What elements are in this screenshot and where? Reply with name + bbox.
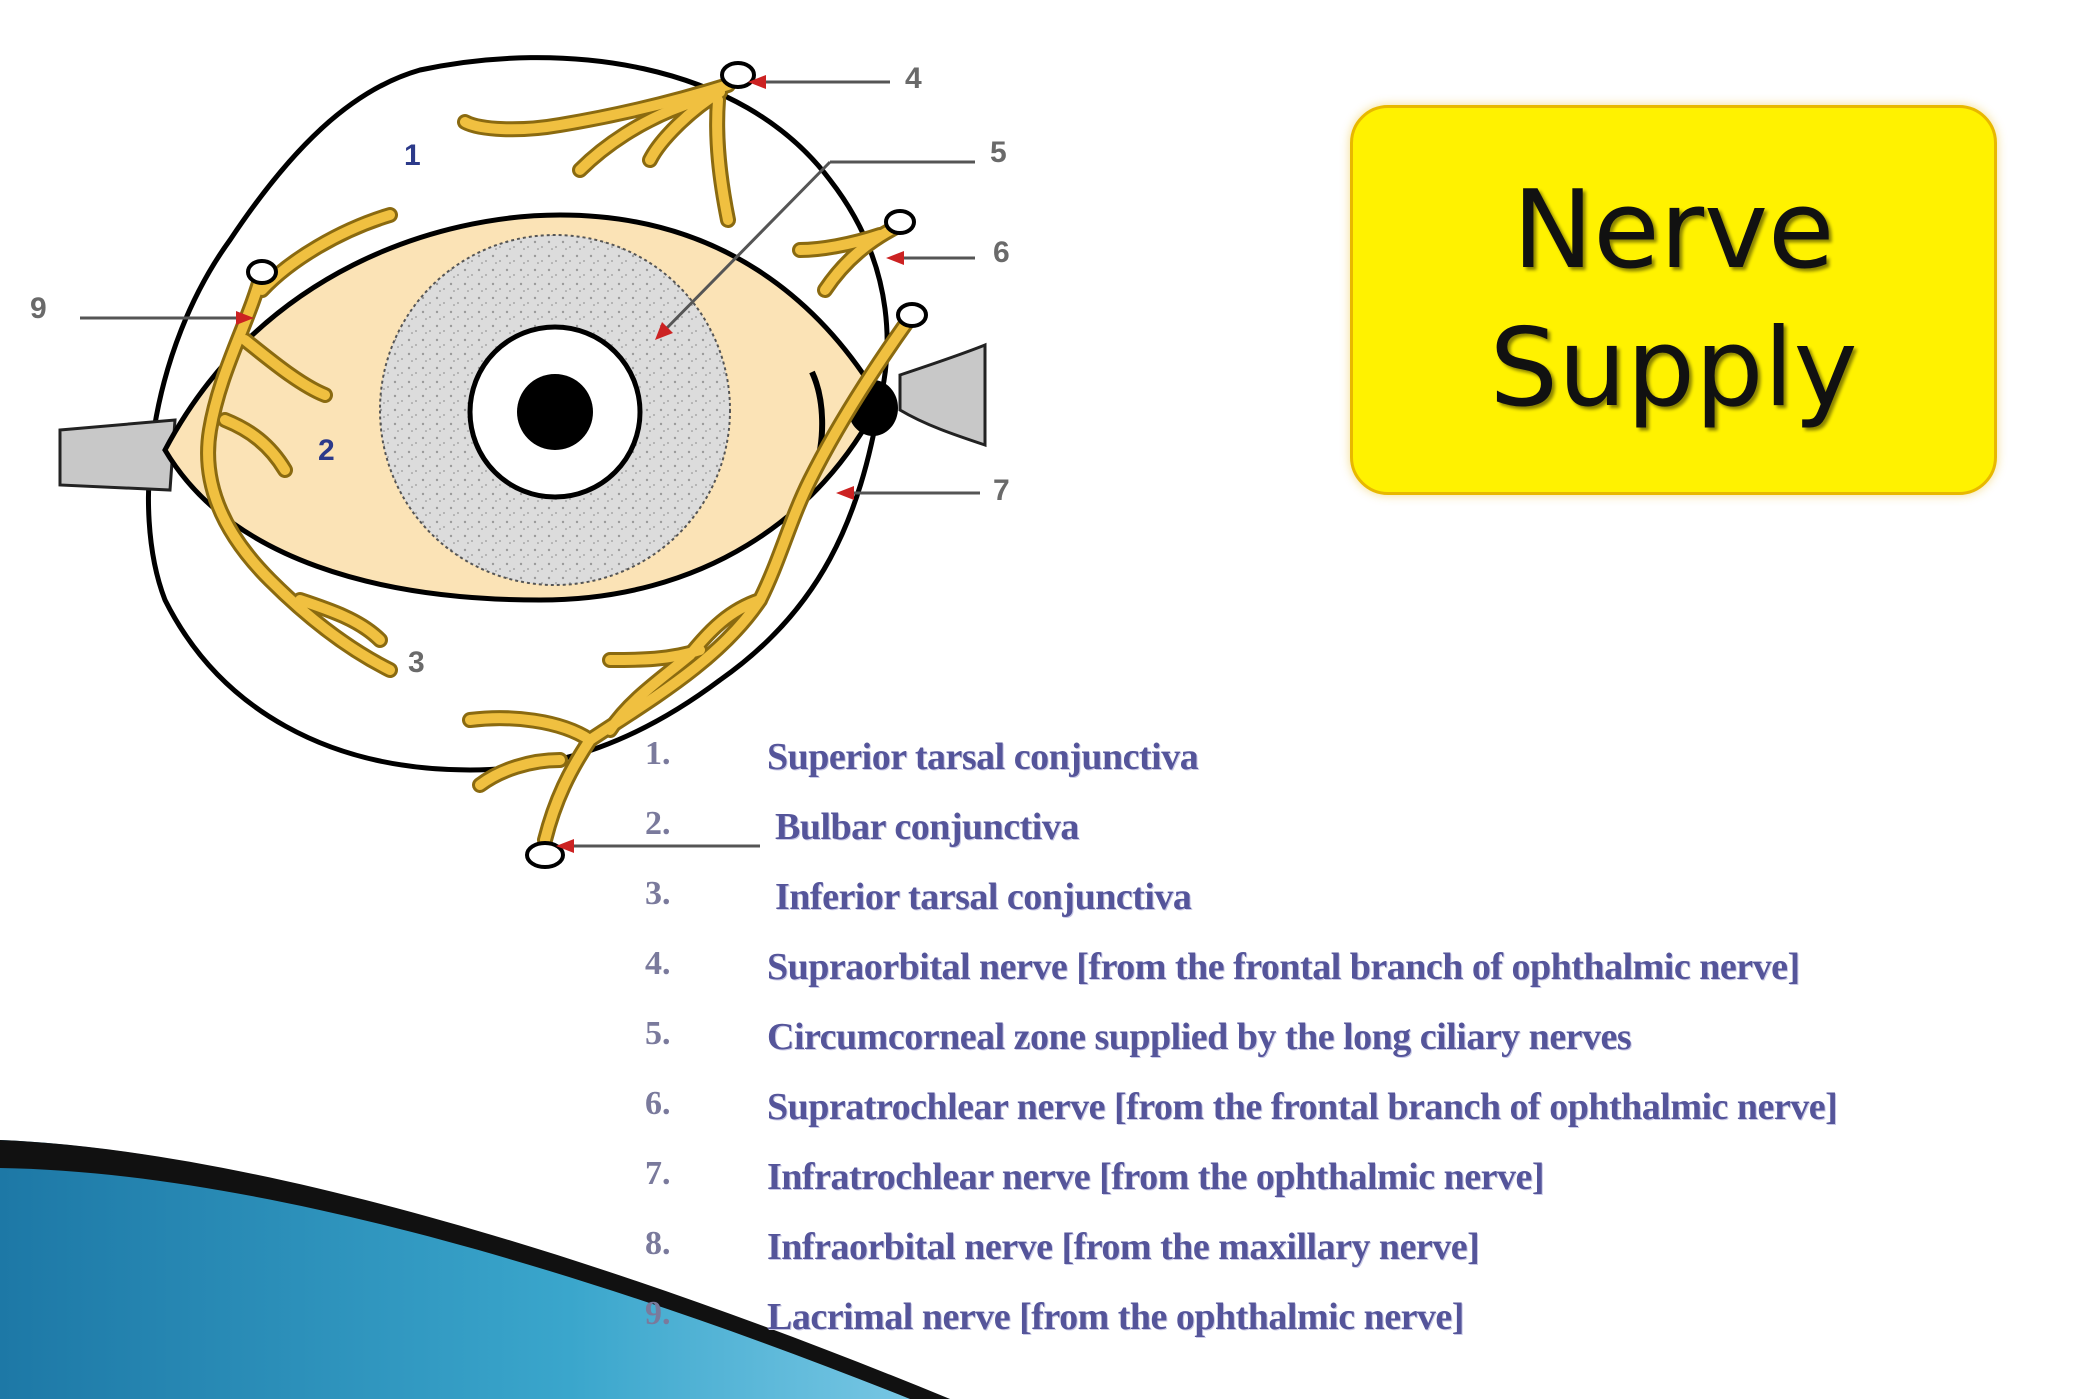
decorative-swoosh xyxy=(0,1140,950,1399)
legend-label: Supratrochlear nerve [from the frontal b… xyxy=(767,1086,1838,1128)
callout-leaders xyxy=(80,75,980,853)
legend-number: 4. xyxy=(645,945,671,982)
legend-label: Infraorbital nerve [from the maxillary n… xyxy=(767,1226,1480,1268)
callout-1: 1 xyxy=(404,139,421,172)
callout-3: 3 xyxy=(408,646,425,679)
legend-number: 7. xyxy=(645,1155,671,1192)
legend-number: 3. xyxy=(645,875,671,912)
callout-9: 9 xyxy=(30,292,47,325)
legend-number: 9. xyxy=(645,1295,671,1332)
title-line-1: Nerve xyxy=(1512,168,1835,293)
legend-label: Superior tarsal conjunctiva xyxy=(767,736,1199,778)
callout-2: 2 xyxy=(318,434,335,467)
pupil xyxy=(517,374,593,450)
title-line-2: Supply xyxy=(1489,306,1858,431)
callout-7: 7 xyxy=(993,474,1010,507)
legend-label: Bulbar conjunctiva xyxy=(775,806,1079,848)
callout-5: 5 xyxy=(990,136,1007,169)
callout-4: 4 xyxy=(905,62,922,95)
legend-label: Supraorbital nerve [from the frontal bra… xyxy=(767,946,1800,988)
legend-label: Lacrimal nerve [from the ophthalmic nerv… xyxy=(767,1296,1464,1338)
lateral-tissue xyxy=(898,342,987,448)
legend-label: Infratrochlear nerve [from the ophthalmi… xyxy=(767,1156,1545,1198)
legend-number: 5. xyxy=(645,1015,671,1052)
legend-label: Circumcorneal zone supplied by the long … xyxy=(767,1016,1632,1058)
legend-number: 6. xyxy=(645,1085,671,1122)
title-box: Nerve Supply xyxy=(1350,105,1997,495)
legend-label: Inferior tarsal conjunctiva xyxy=(775,876,1192,918)
callout-6: 6 xyxy=(993,236,1010,269)
nerve-foramina xyxy=(246,61,928,869)
legend-number: 8. xyxy=(645,1225,671,1262)
legend-number: 1. xyxy=(645,735,671,772)
legend-number: 2. xyxy=(645,805,671,842)
medial-tissue xyxy=(58,418,177,492)
